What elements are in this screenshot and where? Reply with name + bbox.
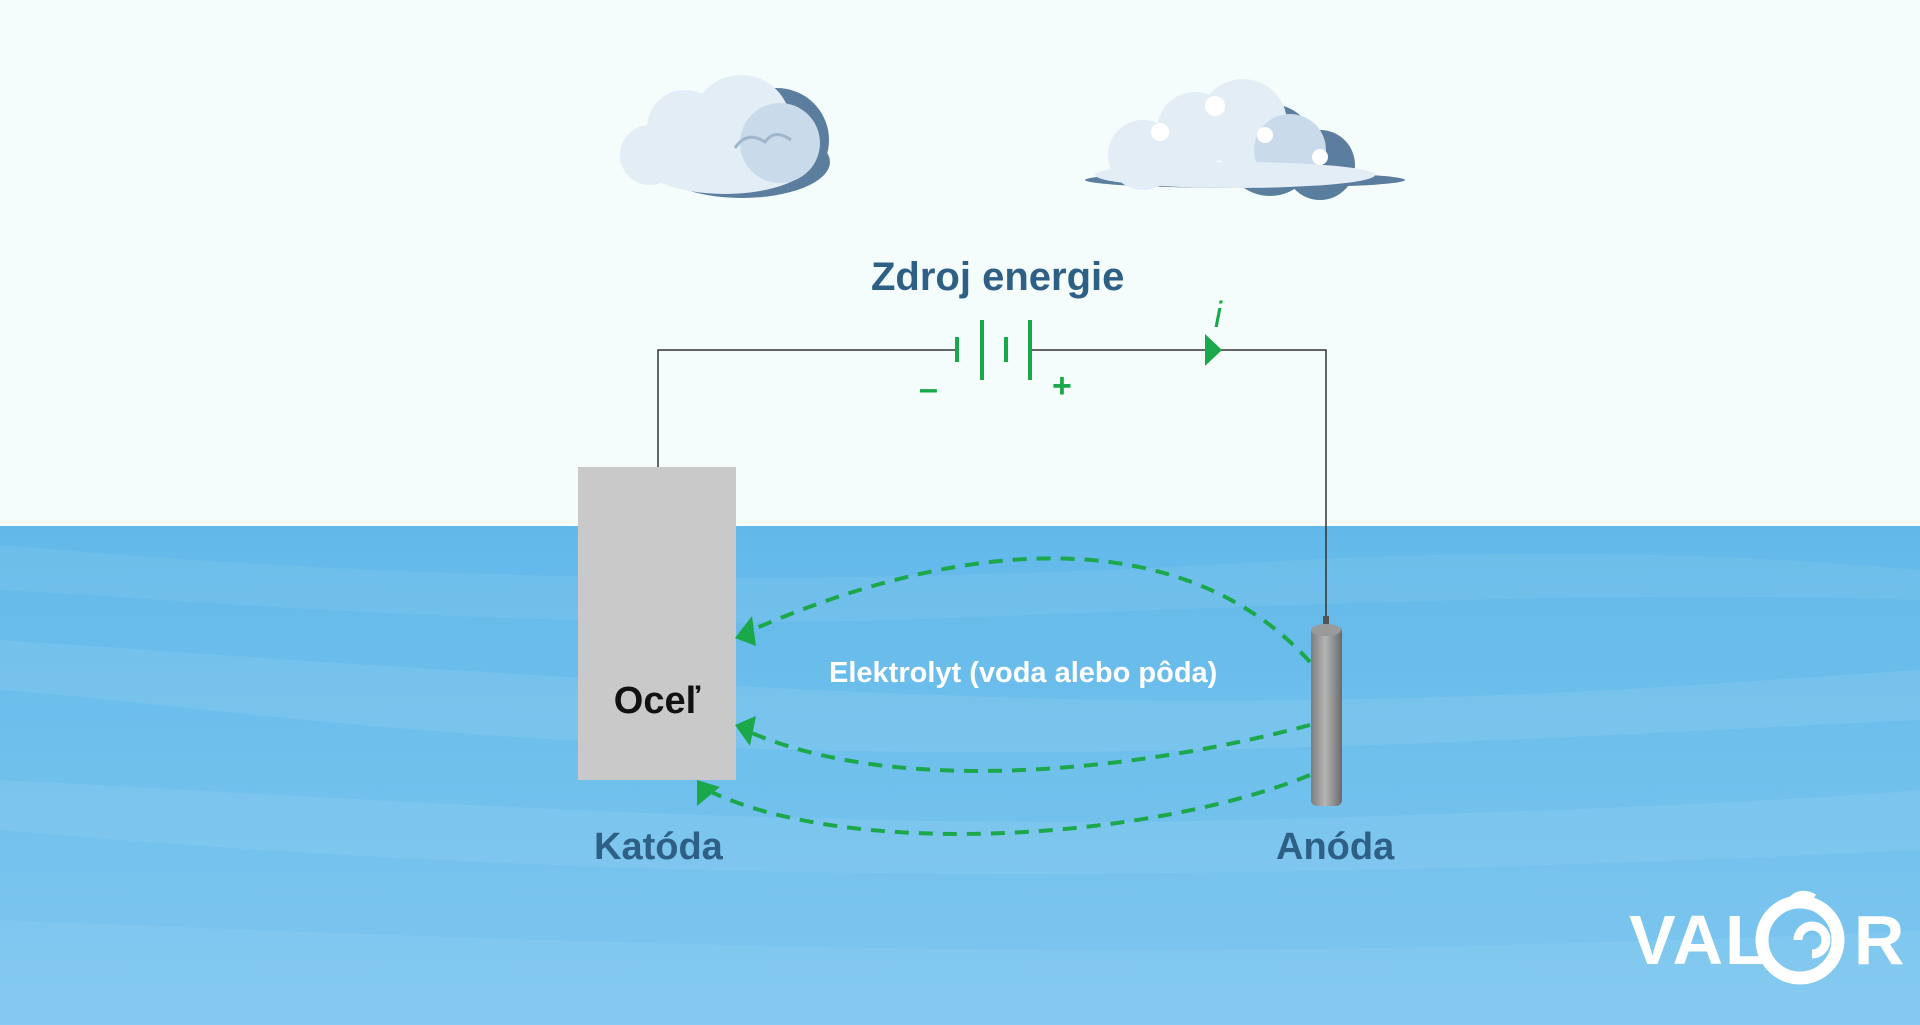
cathode-material-label: Oceľ — [613, 680, 701, 722]
battery-negative-sign: – — [919, 370, 938, 408]
circuit-wire — [657, 349, 1327, 625]
arrow-heads — [697, 616, 756, 806]
anode-rod-icon — [1311, 616, 1342, 806]
brand-logo: VAL R — [1629, 900, 1906, 980]
water-body — [0, 526, 1920, 1025]
logo-text-right: R — [1853, 901, 1907, 979]
current-label: i — [1214, 294, 1222, 335]
power-source-title: Zdroj energie — [871, 255, 1125, 299]
battery-icon — [955, 320, 1032, 380]
electrolyte-label: Elektrolyt (voda alebo pôda) — [829, 657, 1218, 689]
cloud-icon — [620, 75, 830, 198]
current-flow-arrows — [706, 556, 1312, 836]
logo-text-left: VAL — [1629, 901, 1770, 979]
cathode-label: Katóda — [594, 826, 723, 868]
logo-icon — [1755, 890, 1845, 985]
battery-positive-sign: + — [1052, 367, 1072, 405]
arrow-icon — [1205, 334, 1222, 366]
cloud-icon — [1085, 79, 1405, 200]
anode-label: Anóda — [1276, 826, 1395, 868]
steel-cathode — [578, 467, 736, 780]
